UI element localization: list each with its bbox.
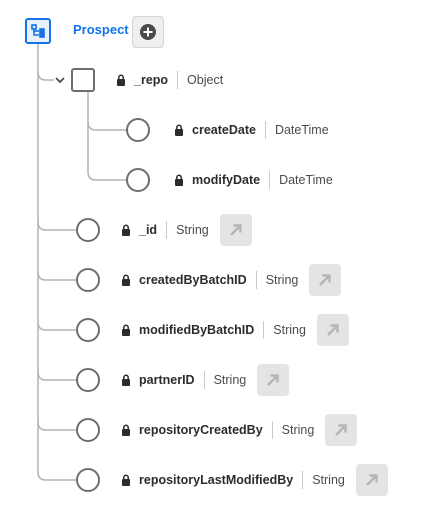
field-type: DateTime	[279, 173, 333, 187]
divider	[177, 71, 179, 89]
lock-icon	[117, 74, 125, 86]
field-type: String	[213, 373, 247, 387]
field-type: String	[281, 423, 315, 437]
field-node-circle-icon	[76, 268, 100, 292]
lock-icon	[122, 274, 130, 286]
field-type: String	[312, 473, 345, 487]
field-name: partnerID	[139, 373, 195, 387]
tree-node-modifyDate[interactable]: modifyDate DateTime	[126, 166, 333, 194]
field-name: modifyDate	[192, 173, 261, 187]
field-type: String	[176, 223, 209, 237]
tree-node-modifiedByBatchID[interactable]: modifiedByBatchID String	[76, 314, 349, 346]
divider	[255, 271, 257, 289]
tree-node-createdByBatchID[interactable]: createdByBatchID String	[76, 264, 342, 296]
schema-root-label[interactable]: Prospect	[73, 22, 129, 37]
lock-icon	[122, 474, 130, 486]
chevron-down-icon[interactable]	[54, 74, 66, 86]
open-link-button[interactable]	[355, 464, 388, 496]
divider	[203, 371, 205, 389]
divider	[166, 221, 168, 239]
open-link-button[interactable]	[219, 214, 252, 246]
field-node-circle-icon	[76, 218, 100, 242]
field-type: DateTime	[274, 123, 329, 137]
divider	[269, 171, 271, 189]
tree-node-repo[interactable]: _repo Object	[71, 66, 223, 94]
lock-icon	[175, 124, 183, 136]
field-type: String	[273, 323, 306, 337]
lock-icon	[122, 324, 130, 336]
object-square-icon	[71, 68, 95, 92]
tree-node-createDate[interactable]: createDate DateTime	[126, 116, 329, 144]
field-name: modifiedByBatchID	[139, 323, 255, 337]
divider	[263, 321, 265, 339]
tree-node-partnerID[interactable]: partnerID String	[76, 364, 290, 396]
divider	[271, 421, 273, 439]
tree-node-repositoryCreatedBy[interactable]: repositoryCreatedBy String	[76, 414, 358, 446]
open-link-button[interactable]	[257, 364, 290, 396]
field-name: repositoryLastModifiedBy	[139, 473, 294, 487]
lock-icon	[122, 374, 130, 386]
open-link-button[interactable]	[309, 264, 342, 296]
field-name: _repo	[134, 73, 169, 87]
field-node-circle-icon	[126, 118, 150, 142]
field-type: String	[265, 273, 299, 287]
tree-node-repositoryLastModifiedBy[interactable]: repositoryLastModifiedBy String	[76, 464, 388, 496]
lock-icon	[175, 174, 183, 186]
field-node-circle-icon	[76, 468, 100, 492]
tree-node-_id[interactable]: _id String	[76, 214, 252, 246]
field-name: createDate	[192, 123, 256, 137]
lock-icon	[122, 224, 130, 236]
open-link-button[interactable]	[316, 314, 349, 346]
lock-icon	[122, 424, 130, 436]
field-name: _id	[139, 223, 158, 237]
divider	[264, 121, 266, 139]
arrow-up-right-icon	[365, 474, 378, 486]
field-node-circle-icon	[76, 368, 100, 392]
arrow-up-right-icon	[267, 374, 279, 386]
field-type: Object	[187, 73, 224, 87]
add-circle-icon	[140, 24, 156, 40]
arrow-up-right-icon	[319, 274, 332, 286]
field-name: repositoryCreatedBy	[139, 423, 263, 437]
arrow-up-right-icon	[327, 324, 339, 336]
schema-tree-icon[interactable]	[25, 18, 51, 44]
arrow-up-right-icon	[229, 224, 242, 236]
arrow-up-right-icon	[335, 424, 348, 436]
field-node-circle-icon	[76, 418, 100, 442]
field-node-circle-icon	[126, 168, 150, 192]
field-name: createdByBatchID	[139, 273, 247, 287]
field-node-circle-icon	[76, 318, 100, 342]
open-link-button[interactable]	[325, 414, 358, 446]
divider	[302, 471, 304, 489]
add-field-button[interactable]	[132, 16, 164, 48]
